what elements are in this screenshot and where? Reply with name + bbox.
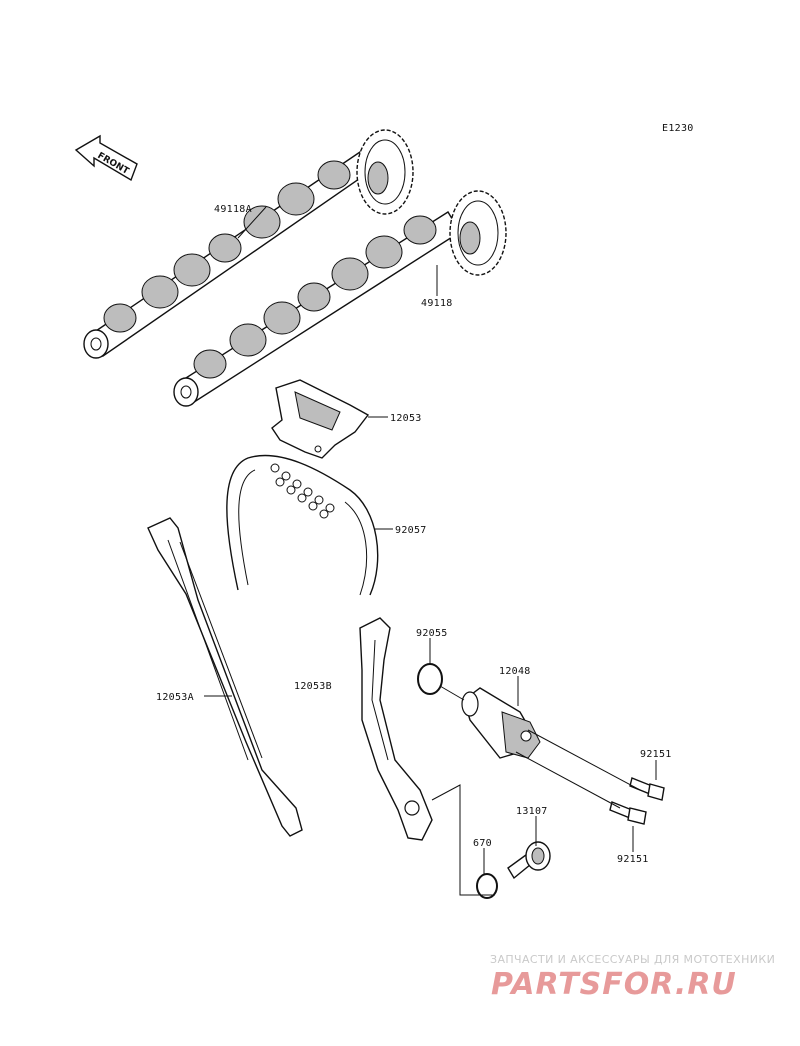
bolt-92151-top	[629, 777, 665, 801]
front-arrow-icon: FRONT	[74, 134, 138, 182]
label-49118: 49118	[421, 298, 453, 309]
label-92151-top: 92151	[640, 749, 672, 760]
diagram-code: E1230	[662, 123, 694, 134]
label-13107: 13107	[516, 806, 548, 817]
watermark-brand: PARTSFOR.RU	[491, 967, 737, 1002]
label-12053b: 12053B	[294, 681, 332, 692]
camshaft-49118a	[83, 129, 414, 359]
camshaft-49118	[173, 190, 507, 407]
chain-guide-12053b	[359, 617, 433, 841]
chain-tensioner-12048	[461, 687, 541, 759]
label-49118a: 49118A	[214, 204, 252, 215]
bolt-92151-bottom	[609, 801, 647, 825]
o-ring-670	[476, 873, 498, 899]
leader-lines	[204, 206, 657, 896]
label-92055: 92055	[416, 628, 448, 639]
label-12048: 12048	[499, 666, 531, 677]
chain-guide-12053	[271, 379, 370, 459]
label-12053: 12053	[390, 413, 422, 424]
o-ring-92055	[417, 663, 443, 695]
label-92151-bottom: 92151	[617, 854, 649, 865]
label-92057: 92057	[395, 525, 427, 536]
pivot-bolt-13107	[507, 841, 551, 880]
label-670: 670	[473, 838, 492, 849]
label-12053a: 12053A	[156, 692, 194, 703]
cam-chain-92057	[226, 454, 379, 596]
watermark-tagline: ЗАПЧАСТИ И АКСЕССУАРЫ ДЛЯ МОТОТЕХНИКИ	[490, 953, 775, 966]
chain-guide-12053a	[147, 517, 303, 837]
